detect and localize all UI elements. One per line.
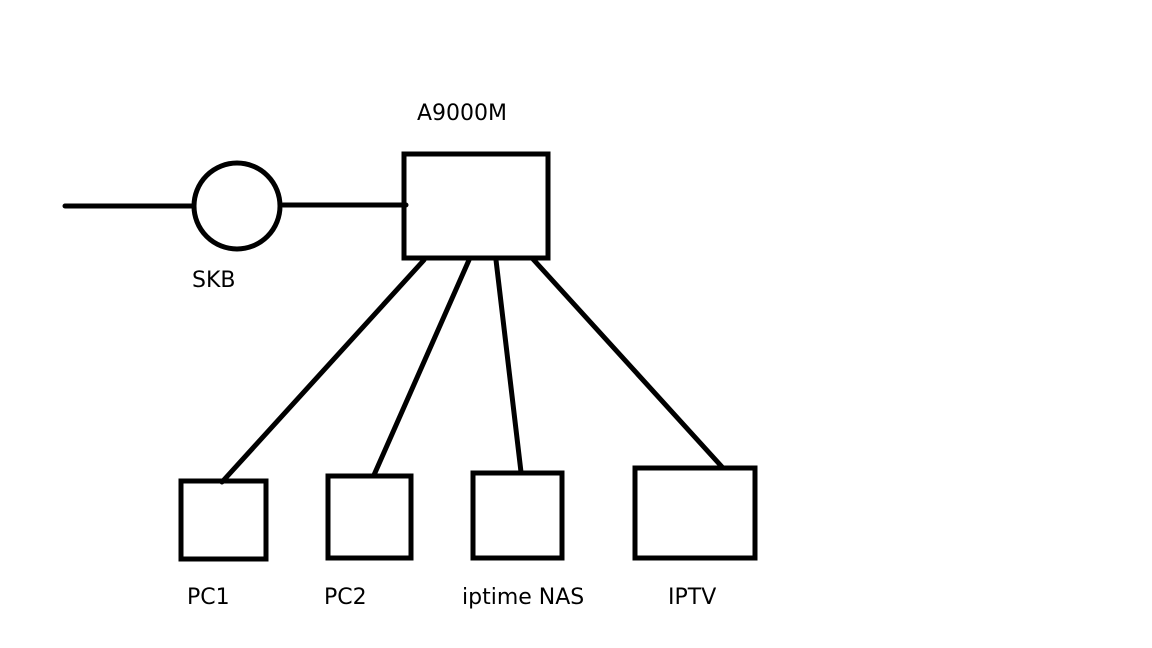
nas-label: iptime NAS	[462, 585, 584, 610]
pc2-node	[325, 473, 414, 561]
link-pc2	[371, 257, 472, 478]
isp-label: SKB	[192, 268, 235, 293]
router-node	[401, 151, 551, 261]
link-pc1	[219, 257, 427, 485]
link-nas	[493, 257, 524, 475]
pc1-node	[178, 478, 269, 562]
nas-node	[470, 470, 565, 561]
isp-node	[191, 160, 283, 252]
iptv-node	[632, 465, 758, 561]
router-label: A9000M	[417, 101, 507, 126]
link-iptv	[529, 255, 726, 471]
pc1-label: PC1	[187, 585, 230, 610]
pc2-label: PC2	[324, 585, 367, 610]
iptv-label: IPTV	[668, 585, 716, 610]
